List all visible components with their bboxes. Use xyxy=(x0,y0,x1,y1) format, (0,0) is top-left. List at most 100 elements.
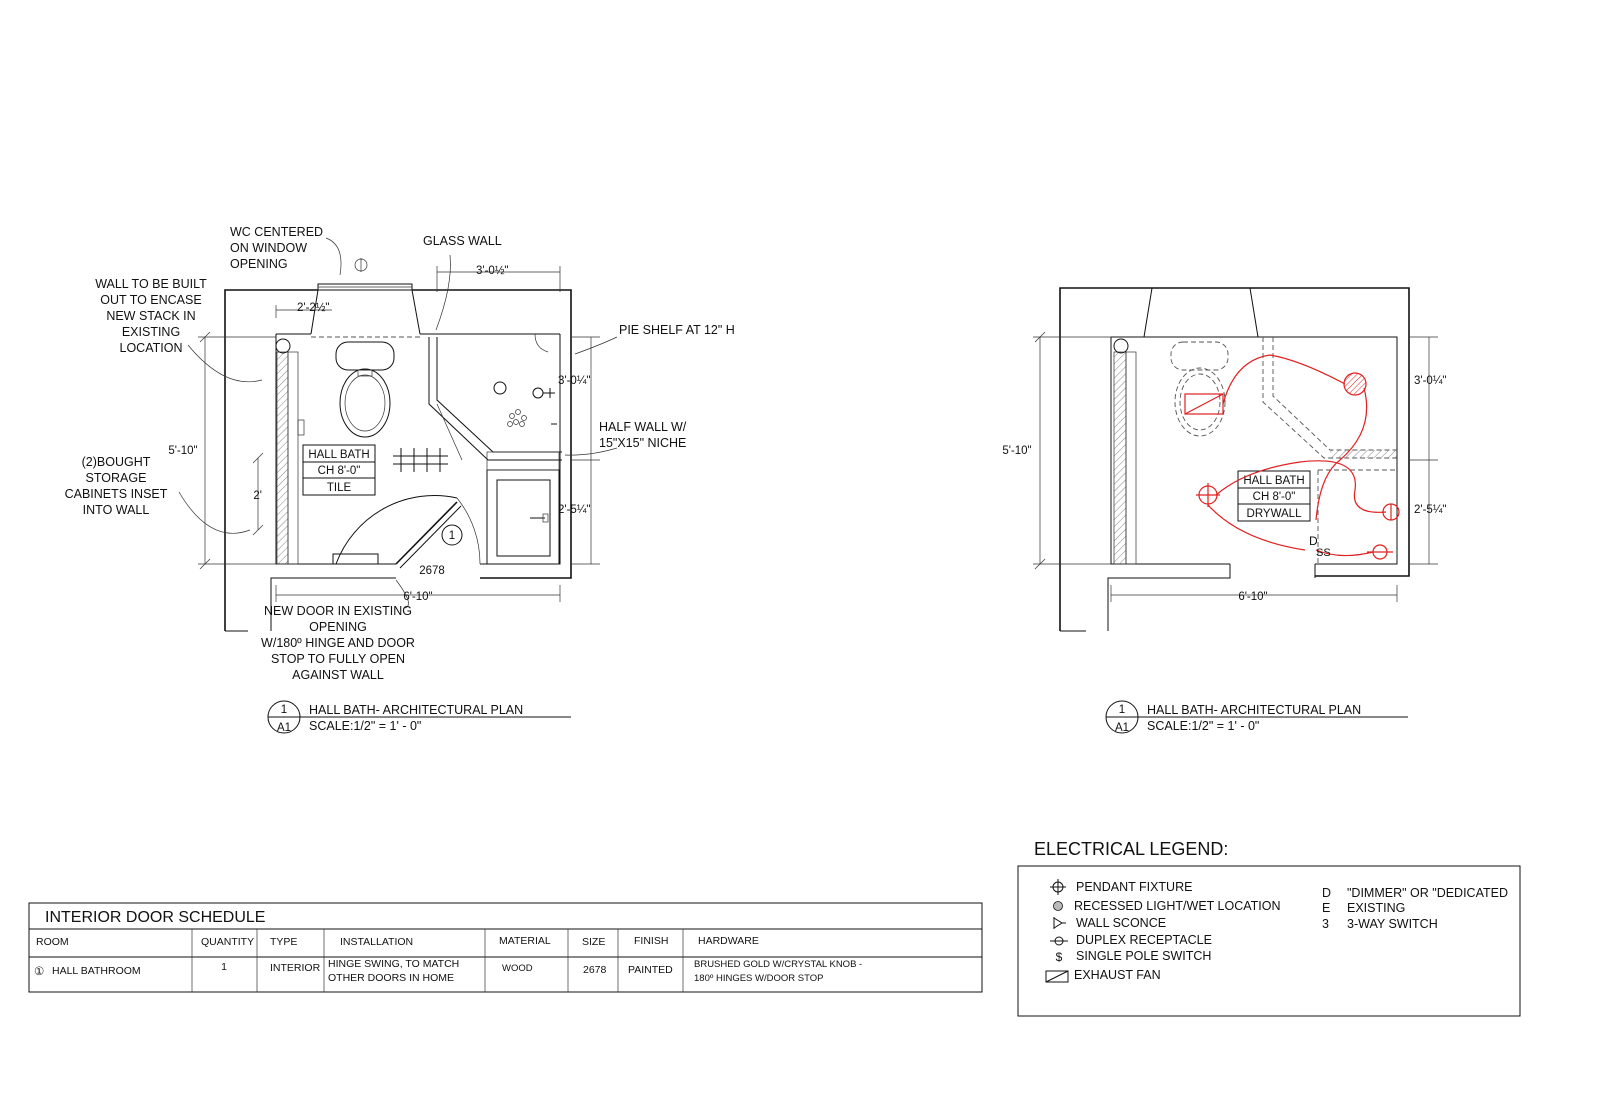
dim-cabinet: 2' xyxy=(253,490,262,502)
plan-scale: SCALE:1/2" = 1' - 0" xyxy=(1147,719,1259,733)
svg-text:CABINETS INSET: CABINETS INSET xyxy=(65,487,168,501)
glass-wall-note: GLASS WALL xyxy=(423,234,502,248)
bench xyxy=(332,553,379,565)
svg-text:1: 1 xyxy=(221,961,227,973)
dim-height: 5'-10" xyxy=(168,445,197,457)
svg-text:HALF WALL W/: HALF WALL W/ xyxy=(599,420,687,434)
legend-left-labels: PENDANT FIXTURE RECESSED LIGHT/WET LOCAT… xyxy=(1074,880,1281,982)
storage-cabinet-note: (2)BOUGHT STORAGE CABINETS INSET INTO WA… xyxy=(65,455,168,517)
built-out-wall xyxy=(1113,351,1127,565)
svg-text:INTO WALL: INTO WALL xyxy=(83,503,150,517)
recessed-light-icon xyxy=(1053,901,1063,911)
schedule-title: INTERIOR DOOR SCHEDULE xyxy=(45,909,265,926)
stack-wall-note: WALL TO BE BUILT OUT TO ENCASE NEW STACK… xyxy=(95,277,207,355)
svg-text:ROOM: ROOM xyxy=(36,936,69,948)
leaders xyxy=(178,237,618,609)
door-swing xyxy=(335,495,481,569)
svg-text:HINGE SWING, TO MATCH: HINGE SWING, TO MATCH xyxy=(328,958,459,970)
built-out-wall xyxy=(276,351,289,565)
wc-note: WC CENTERED ON WINDOW OPENING xyxy=(230,225,323,271)
svg-text:OPENING: OPENING xyxy=(309,620,367,634)
svg-text:HALL BATHROOM: HALL BATHROOM xyxy=(52,965,141,977)
shower-head-icon xyxy=(532,387,544,399)
svg-text:NEW DOOR IN EXISTING: NEW DOOR IN EXISTING xyxy=(264,604,412,618)
sheet-number: A1 xyxy=(277,722,291,734)
svg-text:SINGLE POLE SWITCH: SINGLE POLE SWITCH xyxy=(1076,949,1211,963)
svg-text:PENDANT FIXTURE: PENDANT FIXTURE xyxy=(1076,880,1192,894)
svg-text:MATERIAL: MATERIAL xyxy=(499,935,551,947)
plan-title-right: 1 A1 HALL BATH- ARCHITECTURAL PLAN SCALE… xyxy=(1105,700,1408,734)
detail-number: 1 xyxy=(1119,704,1125,716)
ceiling-height: CH 8'-0" xyxy=(318,465,361,477)
dim-width: 6'-10" xyxy=(1238,591,1267,603)
dim-right-lower: 2'-5¼" xyxy=(558,504,591,516)
single-pole-switch-icon: $ xyxy=(1056,950,1063,964)
svg-text:①: ① xyxy=(34,966,44,978)
svg-text:HARDWARE: HARDWARE xyxy=(698,935,759,947)
pendant-fixture-icon xyxy=(1050,879,1066,895)
svg-text:EXHAUST FAN: EXHAUST FAN xyxy=(1074,968,1161,982)
dim-right-lower: 2'-5¼" xyxy=(1414,504,1447,516)
door-size: 2678 xyxy=(419,565,445,577)
schedule-headers: ROOM QUANTITY TYPE INSTALLATION MATERIAL… xyxy=(36,935,759,948)
ceiling-height: CH 8'-0" xyxy=(1253,491,1296,503)
dim-width: 6'-10" xyxy=(403,591,432,603)
schedule-row: ① HALL BATHROOM 1 INTERIOR HINGE SWING, … xyxy=(34,958,862,984)
svg-text:QUANTITY: QUANTITY xyxy=(201,936,254,948)
finish: DRYWALL xyxy=(1247,508,1303,520)
new-door-note: NEW DOOR IN EXISTING OPENING W/180º HING… xyxy=(261,604,415,682)
walls xyxy=(1059,287,1410,632)
svg-text:OPENING: OPENING xyxy=(230,257,288,271)
svg-text:E: E xyxy=(1322,901,1330,915)
svg-text:WC CENTERED: WC CENTERED xyxy=(230,225,323,239)
dim-top-left: 2'-2½" xyxy=(297,302,330,314)
svg-text:SIZE: SIZE xyxy=(582,936,605,948)
dim-height: 5'-10" xyxy=(1002,445,1031,457)
svg-text:EXISTING: EXISTING xyxy=(122,325,180,339)
dim-right-upper: 3'-0¼" xyxy=(1414,375,1447,387)
svg-text:(2)BOUGHT: (2)BOUGHT xyxy=(82,455,151,469)
dimension-lines: 5'-10" 3'-0¼" 2'-5¼" 6'-10" xyxy=(1002,331,1447,603)
svg-text:D: D xyxy=(1322,886,1331,900)
dim-right-upper: 3'-0¼" xyxy=(558,375,591,387)
svg-text:OUT TO ENCASE: OUT TO ENCASE xyxy=(100,293,201,307)
legend-title: ELECTRICAL LEGEND: xyxy=(1034,839,1228,859)
svg-text:EXISTING: EXISTING xyxy=(1347,901,1405,915)
svg-text:15"X15" NICHE: 15"X15" NICHE xyxy=(599,436,686,450)
vanity xyxy=(486,451,560,565)
detail-number: 1 xyxy=(281,704,287,716)
svg-text:2678: 2678 xyxy=(583,964,607,976)
svg-text:INSTALLATION: INSTALLATION xyxy=(340,936,413,948)
shower-valve-icon xyxy=(493,381,507,395)
rain-head-icon xyxy=(507,409,527,427)
svg-text:FINISH: FINISH xyxy=(634,935,668,947)
svg-text:"DIMMER" OR "DEDICATED: "DIMMER" OR "DEDICATED xyxy=(1347,886,1508,900)
svg-text:RECESSED LIGHT/WET LOCATION: RECESSED LIGHT/WET LOCATION xyxy=(1074,899,1281,913)
towel-bar-icon xyxy=(393,448,448,472)
vent-stack-icon xyxy=(275,338,291,354)
walls xyxy=(224,283,572,632)
room-name: HALL BATH xyxy=(308,449,369,461)
glass-wall xyxy=(1262,337,1397,564)
plan-title: HALL BATH- ARCHITECTURAL PLAN xyxy=(309,703,523,717)
svg-text:LOCATION: LOCATION xyxy=(120,341,183,355)
svg-text:TYPE: TYPE xyxy=(270,936,297,948)
svg-text:3: 3 xyxy=(1322,917,1329,931)
architectural-plan-left: 1 2678 HALL BATH CH 8'-0" TILE 5'-10" 2' xyxy=(65,225,735,734)
svg-text:WOOD: WOOD xyxy=(502,963,533,974)
electrical-circuits: D SS xyxy=(1184,354,1400,560)
dimmer-mark: D xyxy=(1309,534,1318,548)
electrical-legend: ELECTRICAL LEGEND: $ PENDANT FIXTURE REC… xyxy=(1017,839,1521,1017)
svg-text:NEW STACK IN: NEW STACK IN xyxy=(106,309,195,323)
room-tag: HALL BATH CH 8'-0" DRYWALL xyxy=(1237,470,1311,522)
svg-text:PAINTED: PAINTED xyxy=(628,964,673,976)
svg-text:3-WAY SWITCH: 3-WAY SWITCH xyxy=(1347,917,1438,931)
electrical-plan-right: HALL BATH CH 8'-0" DRYWALL D SS xyxy=(1002,287,1447,734)
svg-text:STORAGE: STORAGE xyxy=(86,471,147,485)
toilet-icon xyxy=(1170,341,1229,437)
door-tag: 1 xyxy=(449,530,455,542)
room-tag: HALL BATH CH 8'-0" TILE xyxy=(302,444,376,496)
room-name: HALL BATH xyxy=(1243,475,1304,487)
door-schedule: INTERIOR DOOR SCHEDULE ROOM QUANTITY TYP… xyxy=(28,902,983,993)
